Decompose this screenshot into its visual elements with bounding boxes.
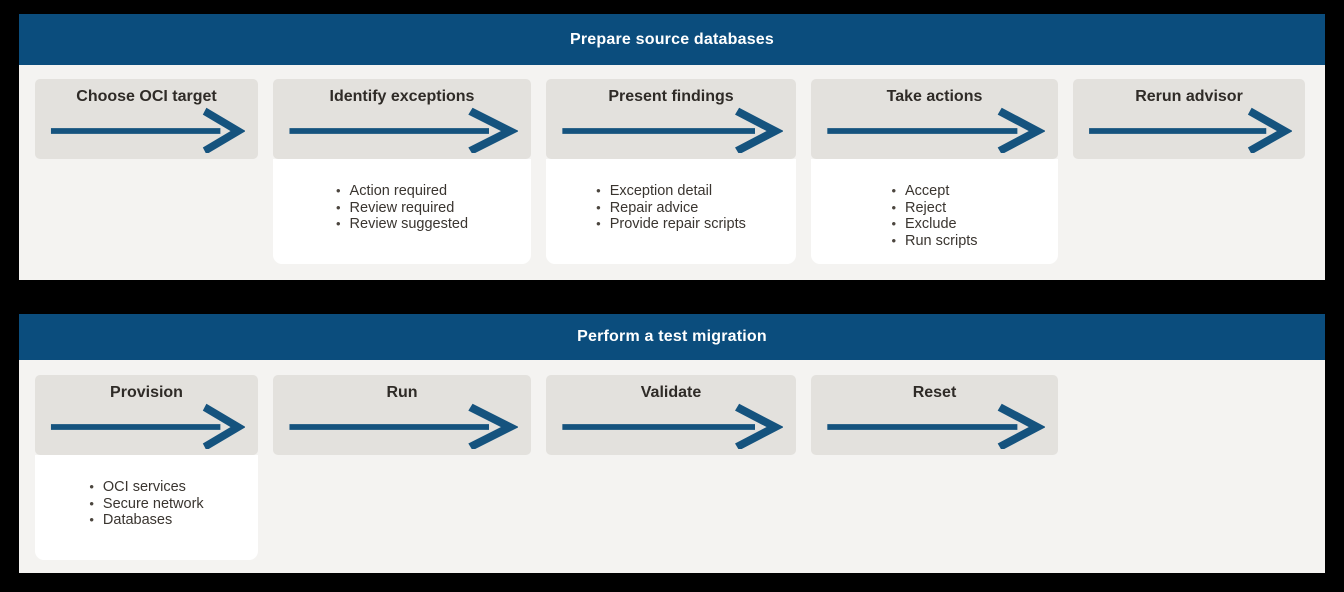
bullet-text: Run scripts <box>905 232 978 249</box>
step-present-findings: Present findings • Exception detail • Repa… <box>546 79 796 264</box>
bullet-item: • Databases <box>89 512 203 529</box>
step-details-card: • Accept • Reject • Exclude • Run scripts <box>811 159 1058 264</box>
bullet-text: Action required <box>349 183 448 199</box>
bullet-list: • OCI services • Secure network • Databases <box>89 479 203 560</box>
bullet-dot: • <box>335 216 341 231</box>
bullet-dot: • <box>89 512 94 527</box>
step-title: Rerun advisor <box>1135 88 1243 105</box>
step-title: Choose OCI target <box>76 88 217 105</box>
step-identify-exceptions: Identify exceptions • Action required • Re… <box>273 79 531 264</box>
bullet-text: Secure network <box>102 495 204 512</box>
bullet-text: Review required <box>349 199 455 216</box>
bullet-dot: • <box>596 183 601 198</box>
bullet-list: • Action required • Review required • Revie… <box>336 183 468 264</box>
step-run: Run <box>273 375 531 560</box>
steps-row: Provision • OCI services • Secure network … <box>19 360 1325 560</box>
bullet-item: • OCI services <box>89 479 203 496</box>
step-reset: Reset <box>811 375 1058 560</box>
bullet-list: • Exception detail • Repair advice • Provid… <box>596 183 746 264</box>
step-title: Provision <box>110 384 183 401</box>
bullet-item: • Action required <box>336 183 468 200</box>
step-details-card: • Exception detail • Repair advice • Provid… <box>546 159 796 264</box>
step-box: Take actions <box>811 79 1058 159</box>
bullet-dot: • <box>891 216 897 231</box>
arrow-right-icon <box>50 107 245 153</box>
bullet-dot: • <box>891 232 897 248</box>
step-box: Present findings <box>546 79 796 159</box>
bullet-item: • Secure network <box>89 496 203 513</box>
step-title: Run <box>386 384 418 401</box>
step-details-card: • Action required • Review required • Revie… <box>273 159 531 264</box>
step-box: Run <box>273 375 531 455</box>
bullet-item: • Exclude <box>891 216 977 233</box>
arrow-right-icon <box>562 107 783 153</box>
arrow-right-icon <box>827 403 1045 449</box>
panel-header: Perform a test migration <box>19 314 1325 360</box>
bullet-text: Exception detail <box>609 183 713 199</box>
bullet-item: • Run scripts <box>891 233 977 250</box>
bullet-item: • Exception detail <box>596 183 746 200</box>
bullet-item: • Review required <box>336 200 468 217</box>
panel-header: Prepare source databases <box>19 14 1325 65</box>
bullet-dot: • <box>89 479 94 494</box>
bullet-dot: • <box>891 199 897 215</box>
bullet-item: • Provide repair scripts <box>596 216 746 233</box>
bullet-text: Repair advice <box>609 199 699 216</box>
arrow-right-icon <box>562 403 783 449</box>
step-details-card: • OCI services • Secure network • Databases <box>35 455 258 560</box>
bullet-dot: • <box>89 495 94 511</box>
step-take-actions: Take actions • Accept • Reject • Exclude • R… <box>811 79 1058 264</box>
bullet-text: Review suggested <box>349 216 469 232</box>
step-title: Reset <box>912 384 957 401</box>
step-box: Provision <box>35 375 258 455</box>
panel-perform-test-migration: Perform a test migration Provision • OCI … <box>19 314 1325 573</box>
step-title: Identify exceptions <box>329 88 475 105</box>
panel-title: Prepare source databases <box>569 30 775 48</box>
step-validate: Validate <box>546 375 796 560</box>
bullet-text: Databases <box>102 512 173 528</box>
bullet-text: Provide repair scripts <box>609 216 746 232</box>
arrow-right-icon <box>289 403 518 449</box>
bullet-item: • Repair advice <box>596 200 746 217</box>
step-title: Validate <box>640 384 702 401</box>
bullet-dot: • <box>335 199 341 215</box>
step-provision: Provision • OCI services • Secure network … <box>35 375 258 560</box>
bullet-text: Accept <box>905 183 950 199</box>
panel-prepare-source-databases: Prepare source databases Choose OCI targ… <box>19 14 1325 280</box>
bullet-text: Reject <box>905 199 947 216</box>
step-box: Rerun advisor <box>1073 79 1305 159</box>
step-title: Take actions <box>886 88 983 105</box>
step-box: Validate <box>546 375 796 455</box>
bullet-dot: • <box>596 216 601 231</box>
bullet-item: • Accept <box>891 183 977 200</box>
arrow-right-icon <box>50 403 245 449</box>
bullet-list: • Accept • Reject • Exclude • Run scripts <box>891 183 977 264</box>
bullet-dot: • <box>335 183 341 198</box>
step-box: Reset <box>811 375 1058 455</box>
bullet-item: • Reject <box>891 200 977 217</box>
step-box: Identify exceptions <box>273 79 531 159</box>
steps-row: Choose OCI target Identify exceptions • A… <box>19 65 1325 264</box>
bullet-text: OCI services <box>102 479 186 495</box>
step-choose-oci-target: Choose OCI target <box>35 79 258 264</box>
step-rerun-advisor: Rerun advisor <box>1073 79 1305 264</box>
arrow-right-icon <box>1089 107 1292 153</box>
bullet-dot: • <box>891 183 897 198</box>
bullet-text: Exclude <box>905 216 957 232</box>
bullet-dot: • <box>596 199 601 215</box>
arrow-right-icon <box>827 107 1045 153</box>
step-box: Choose OCI target <box>35 79 258 159</box>
step-title: Present findings <box>608 88 734 105</box>
bullet-item: • Review suggested <box>336 216 468 233</box>
panel-title: Perform a test migration <box>577 328 767 345</box>
arrow-right-icon <box>289 107 518 153</box>
